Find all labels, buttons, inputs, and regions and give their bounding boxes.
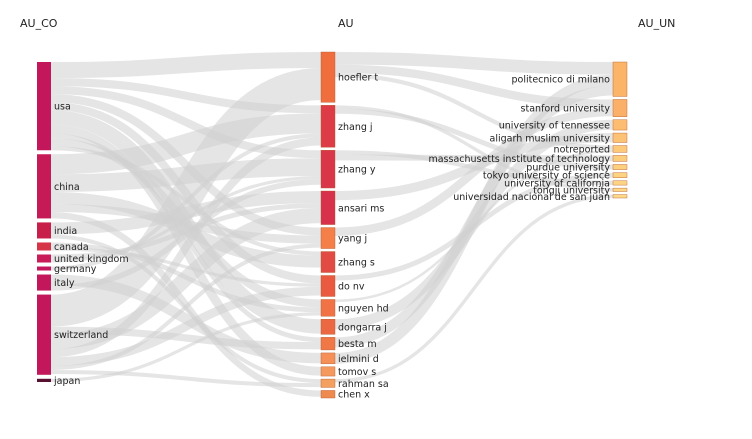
node-au-tomov-s[interactable] — [320, 366, 336, 377]
label-dongarra-j: dongarra j — [338, 322, 387, 333]
label-universidad-nacional-de-san-juan: universidad nacional de san juan — [453, 192, 610, 203]
label-united-kingdom: united kingdom — [54, 254, 129, 265]
node-au-ansari-ms[interactable] — [320, 190, 336, 225]
column-titles: AU_CO AU AU_UN — [20, 17, 675, 30]
label-ansari-ms: ansari ms — [338, 203, 384, 214]
node-au-un-purdue-university[interactable] — [612, 164, 628, 170]
label-japan: japan — [53, 376, 80, 387]
label-india: india — [54, 226, 77, 237]
node-au-un-university-of-tennessee[interactable] — [612, 119, 628, 131]
node-au-co-united-kingdom[interactable] — [37, 254, 51, 263]
node-au-un-politecnico-di-milano[interactable] — [612, 61, 628, 97]
link-rahman-sa-to-universidad-nacional-de-san-juan — [334, 194, 614, 383]
node-au-un-stanford-university[interactable] — [612, 99, 628, 117]
node-au-co-india[interactable] — [37, 222, 51, 239]
node-au-ielmini-d[interactable] — [320, 352, 336, 365]
label-usa: usa — [54, 102, 71, 113]
label-canada: canada — [54, 242, 89, 253]
node-au-co-japan[interactable] — [37, 378, 51, 382]
node-au-un-university-of-california[interactable] — [612, 180, 628, 186]
link-nguyen-hd-to-notreported — [334, 149, 614, 302]
label-stanford-university: stanford university — [521, 104, 611, 115]
link-switzerland-to-rahman-sa — [50, 369, 322, 388]
label-notreported: notreported — [554, 144, 610, 155]
label-germany: germany — [54, 264, 97, 275]
link-china-to-zhang-j — [50, 113, 322, 175]
column-title-au-un: AU_UN — [638, 17, 675, 30]
node-au-co-usa[interactable] — [37, 62, 51, 151]
node-au-hoefler-t[interactable] — [320, 51, 336, 103]
link-usa-to-hoefler-t — [50, 52, 322, 79]
node-au-do-nv[interactable] — [320, 275, 336, 297]
link-switzerland-to-do-nv — [50, 286, 322, 366]
link-zhang-j-to-purdue-university — [334, 108, 614, 170]
link-switzerland-to-ansari-ms — [50, 207, 322, 350]
label-aligarh-muslim-university: aligarh muslim university — [490, 133, 611, 144]
node-au-nguyen-hd[interactable] — [320, 299, 336, 317]
node-au-un-notreported[interactable] — [612, 145, 628, 153]
node-au-un-tokyo-university-of-science[interactable] — [612, 172, 628, 178]
node-au-zhang-y[interactable] — [320, 150, 336, 189]
link-zhang-j-to-tongji-university — [334, 105, 614, 192]
label-switzerland: switzerland — [54, 330, 108, 341]
link-united-kingdom-to-ansari-ms — [50, 203, 322, 260]
node-au-yang-j[interactable] — [320, 227, 336, 249]
node-au-un-universidad-nacional-de-san-juan[interactable] — [612, 194, 628, 199]
label-tongji-university: tongji university — [533, 185, 610, 196]
label-university-of-tennessee: university of tennessee — [499, 120, 610, 131]
node-au-dongarra-j[interactable] — [320, 319, 336, 335]
node-au-un-massachusetts-institute-of-technology[interactable] — [612, 155, 628, 162]
node-au-co-china[interactable] — [37, 154, 51, 219]
label-besta-m: besta m — [338, 339, 377, 350]
link-besta-m-to-politecnico-di-milano — [334, 85, 614, 348]
link-switzerland-to-zhang-j — [50, 137, 322, 358]
label-china: china — [54, 182, 80, 193]
node-au-zhang-s[interactable] — [320, 251, 336, 273]
label-zhang-y: zhang y — [338, 165, 376, 176]
nodes-layer — [37, 51, 628, 399]
label-italy: italy — [54, 278, 75, 289]
label-do-nv: do nv — [338, 281, 365, 292]
label-zhang-s: zhang s — [338, 258, 375, 269]
label-massachusetts-institute-of-technology: massachusetts institute of technology — [428, 154, 610, 165]
label-tokyo-university-of-science: tokyo university of science — [483, 171, 610, 182]
column-title-au-co: AU_CO — [20, 17, 58, 30]
node-au-un-aligarh-muslim-university[interactable] — [612, 132, 628, 143]
label-university-of-california: university of california — [504, 178, 610, 189]
node-au-co-switzerland[interactable] — [37, 294, 51, 375]
link-switzerland-to-yang-j — [50, 243, 322, 370]
label-yang-j: yang j — [338, 234, 367, 245]
node-au-rahman-sa[interactable] — [320, 378, 336, 388]
node-au-zhang-j[interactable] — [320, 105, 336, 148]
link-yang-j-to-stanford-university — [334, 107, 614, 236]
label-purdue-university: purdue university — [526, 163, 610, 174]
label-hoefler-t: hoefler t — [338, 73, 378, 84]
link-japan-to-nguyen-hd — [50, 312, 322, 383]
node-au-co-germany[interactable] — [37, 266, 51, 271]
label-tomov-s: tomov s — [338, 367, 376, 378]
label-nguyen-hd: nguyen hd — [338, 303, 389, 314]
label-ielmini-d: ielmini d — [338, 354, 379, 365]
label-politecnico-di-milano: politecnico di milano — [511, 75, 610, 86]
link-hoefler-t-to-politecnico-di-milano — [334, 52, 614, 75]
node-au-co-canada[interactable] — [37, 242, 51, 251]
node-au-besta-m[interactable] — [320, 337, 336, 351]
node-au-chen-x[interactable] — [320, 390, 336, 399]
node-au-un-tongji-university[interactable] — [612, 187, 628, 192]
links-layer — [50, 52, 614, 397]
node-au-co-italy[interactable] — [37, 274, 51, 291]
column-title-au: AU — [338, 17, 354, 30]
link-switzerland-to-hoefler-t — [50, 68, 322, 327]
label-chen-x: chen x — [338, 390, 370, 401]
label-rahman-sa: rahman sa — [338, 379, 389, 390]
link-canada-to-do-nv — [50, 247, 322, 287]
label-zhang-j: zhang j — [338, 122, 373, 133]
